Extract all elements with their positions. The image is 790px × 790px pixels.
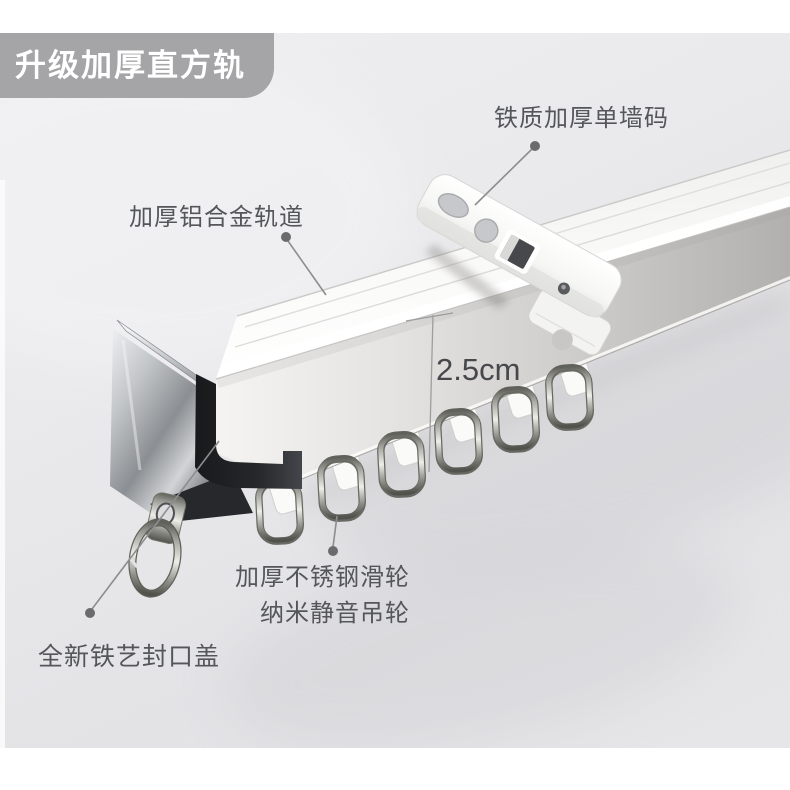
bracket-shadow (425, 244, 510, 309)
roller-hook (377, 431, 426, 498)
roller-hook (434, 408, 483, 475)
end-cap (110, 319, 302, 521)
leader-dot (281, 232, 291, 242)
label-pulley-line2: 纳米静音吊轮 (260, 600, 410, 627)
roller-hook (545, 364, 594, 431)
leader-dot (328, 546, 338, 556)
leader-line (287, 240, 327, 296)
label-pulley-line1: 加厚不锈钢滑轮 (235, 564, 410, 591)
label-track: 加厚铝合金轨道 (129, 204, 304, 231)
leader-line (474, 148, 533, 206)
left-wall-strip (0, 180, 5, 748)
wall-bracket (415, 174, 622, 356)
leader-line (91, 440, 220, 610)
bracket-oval-hole (437, 193, 469, 218)
leader-line (332, 515, 338, 548)
roller-hook (491, 386, 540, 453)
callout-leaders (85, 141, 540, 618)
label-end-cap: 全新铁艺封口盖 (38, 643, 221, 671)
label-dimension: 2.5cm (436, 352, 521, 387)
badge-upgrade: 升级加厚直方轨 (0, 33, 274, 98)
label-pulley: 加厚不锈钢滑轮 纳米静音吊轮 (188, 560, 410, 632)
bracket-round-hole (474, 218, 499, 243)
background-highlight (0, 50, 410, 370)
leader-dot (85, 608, 95, 618)
background-shadow (322, 282, 790, 578)
dimension-line (405, 312, 454, 473)
roller-hook (317, 455, 366, 522)
background-shadow (224, 537, 736, 748)
label-wall-bracket: 铁质加厚单墙码 (494, 105, 669, 132)
end-ring (128, 492, 187, 598)
leader-dot (530, 141, 540, 151)
